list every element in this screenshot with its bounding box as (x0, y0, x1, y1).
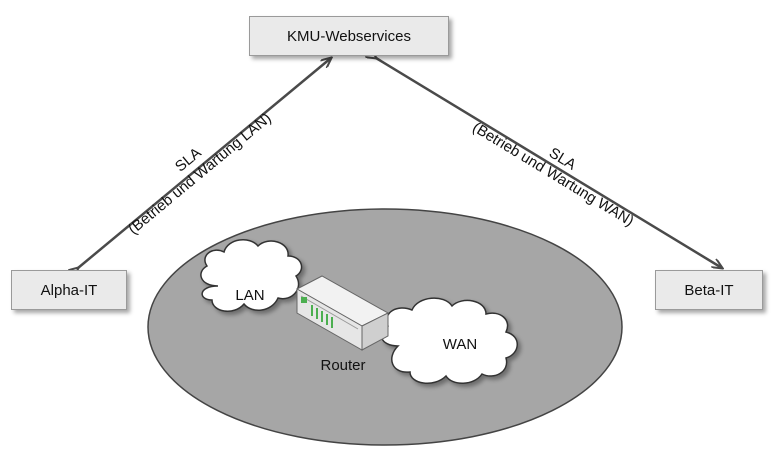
arrow-right-to-top (376, 58, 722, 268)
wan-label: WAN (443, 336, 477, 353)
sla-left-label: SLA (Betrieb und Wartung LAN) (125, 110, 275, 238)
beta-it-box: Beta-IT (655, 270, 763, 310)
kmu-webservices-label: KMU-Webservices (287, 27, 411, 45)
arrow-left-to-top (78, 58, 331, 268)
kmu-webservices-box: KMU-Webservices (249, 16, 449, 56)
wan-cloud-icon: WAN (380, 297, 518, 384)
alpha-it-label: Alpha-IT (40, 281, 98, 299)
router-icon (295, 275, 390, 351)
sla-right-label: SLA (Betrieb und Wartung WAN) (469, 119, 636, 230)
lan-label: LAN (235, 287, 264, 304)
beta-it-label: Beta-IT (684, 281, 734, 299)
lan-cloud-icon: LAN (200, 239, 303, 312)
router-label: Router (320, 357, 365, 374)
sla-right-detail: (Betrieb und Wartung WAN) (469, 119, 636, 230)
alpha-it-box: Alpha-IT (11, 270, 127, 310)
sla-left-detail: (Betrieb und Wartung LAN) (125, 110, 275, 238)
